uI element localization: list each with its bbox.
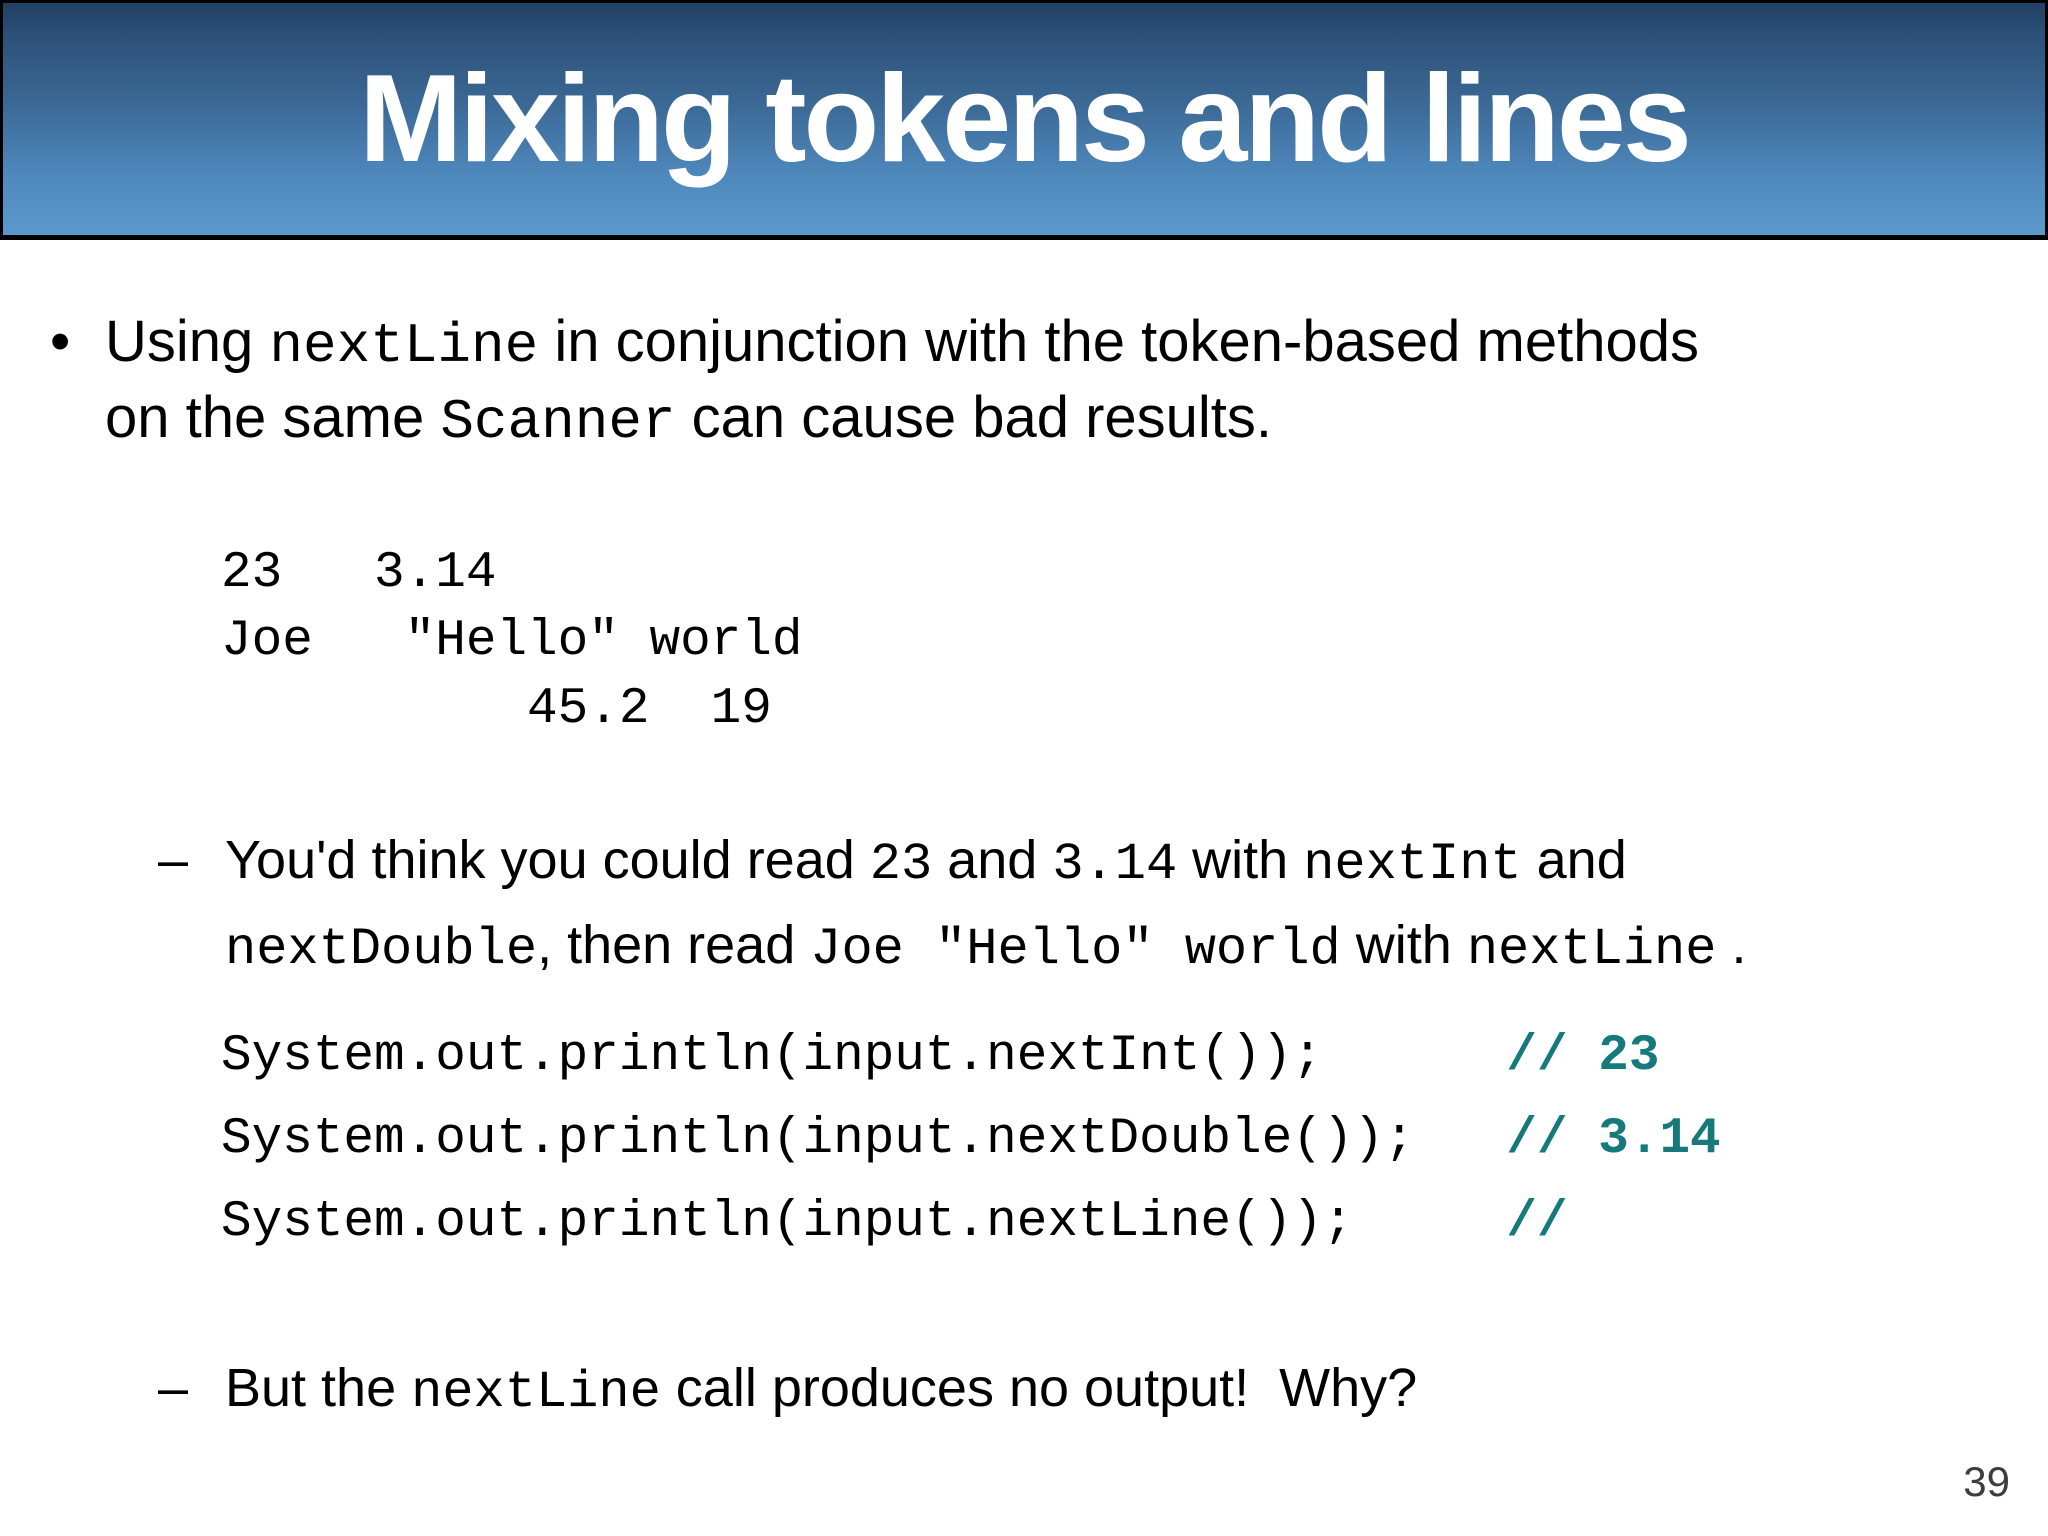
text-run: with (1177, 830, 1304, 890)
text-run: . (1716, 915, 1747, 975)
code-comment: // (1506, 1194, 1568, 1251)
subbullet2-line1: But the nextLine call produces no output… (225, 1348, 1417, 1433)
input-line: 23 3.14 (221, 545, 497, 602)
code-run: nextLine (269, 314, 539, 378)
code-comment: // 3.14 (1506, 1111, 1721, 1168)
input-line: 45.2 19 (221, 681, 772, 738)
sample-input-block: 23 3.14 Joe "Hello" world 45.2 19 (221, 540, 803, 744)
code-run: nextLine (411, 1363, 661, 1422)
bullet-text: Using nextLine in conjunction with the t… (105, 306, 1699, 458)
slide-title: Mixing tokens and lines (359, 50, 1692, 188)
code-run: nextLine (1466, 920, 1717, 979)
sub-bullet-text: You'd think you could read 23 and 3.14 w… (225, 820, 1746, 990)
code-comment: // 23 (1506, 1028, 1660, 1085)
dash-marker: – (158, 830, 189, 890)
text-run: and (932, 830, 1053, 890)
text-run: But the (225, 1358, 412, 1418)
sub-bullet-text: But the nextLine call produces no output… (225, 1348, 1417, 1433)
code-run: nextDouble (225, 920, 538, 979)
slide-header-banner: Mixing tokens and lines (0, 0, 2048, 240)
text-run: , then read (537, 915, 811, 975)
text-run: You'd think you could read (225, 830, 870, 890)
code-statement: System.out.println(input.nextLine()); (221, 1194, 1507, 1251)
text-run: Using (105, 309, 270, 374)
text-run: can cause bad results. (675, 385, 1273, 450)
sub-bullet-item-1: – You'd think you could read 23 and 3.14… (158, 820, 2018, 990)
text-run: with (1340, 915, 1467, 975)
code-run: nextInt (1303, 835, 1522, 894)
code-run: 3.14 (1052, 835, 1178, 894)
input-line: Joe "Hello" world (221, 613, 803, 670)
code-statement: System.out.println(input.nextInt()); (221, 1028, 1507, 1085)
dash-marker: – (158, 1358, 189, 1418)
text-run: and (1521, 830, 1627, 890)
code-line: System.out.println(input.nextInt()); // … (221, 1015, 1721, 1098)
code-run: Scanner (440, 390, 676, 454)
subbullet1-line2: nextDouble, then read Joe "Hello" world … (225, 905, 1746, 990)
code-statement: System.out.println(input.nextDouble()); (221, 1111, 1507, 1168)
code-run: Joe "Hello" world (810, 920, 1341, 979)
bullet-item-1: • Using nextLine in conjunction with the… (50, 306, 2030, 458)
subbullet1-line1: You'd think you could read 23 and 3.14 w… (225, 820, 1746, 905)
code-line: System.out.println(input.nextLine()); // (221, 1181, 1721, 1264)
code-line: System.out.println(input.nextDouble()); … (221, 1098, 1721, 1181)
bullet1-line2: on the same Scanner can cause bad result… (105, 382, 1699, 458)
bullet1-line1: Using nextLine in conjunction with the t… (105, 306, 1699, 382)
sub-bullet-item-2: – But the nextLine call produces no outp… (158, 1348, 2018, 1433)
text-run: call produces no output! Why? (660, 1358, 1418, 1418)
page-number: 39 (1963, 1458, 2010, 1505)
code-block: System.out.println(input.nextInt()); // … (221, 1015, 1721, 1264)
text-run: in conjunction with the token-based meth… (538, 309, 1699, 374)
bullet-marker: • (50, 309, 71, 374)
code-run: 23 (869, 835, 933, 894)
text-run: on the same (105, 385, 441, 450)
